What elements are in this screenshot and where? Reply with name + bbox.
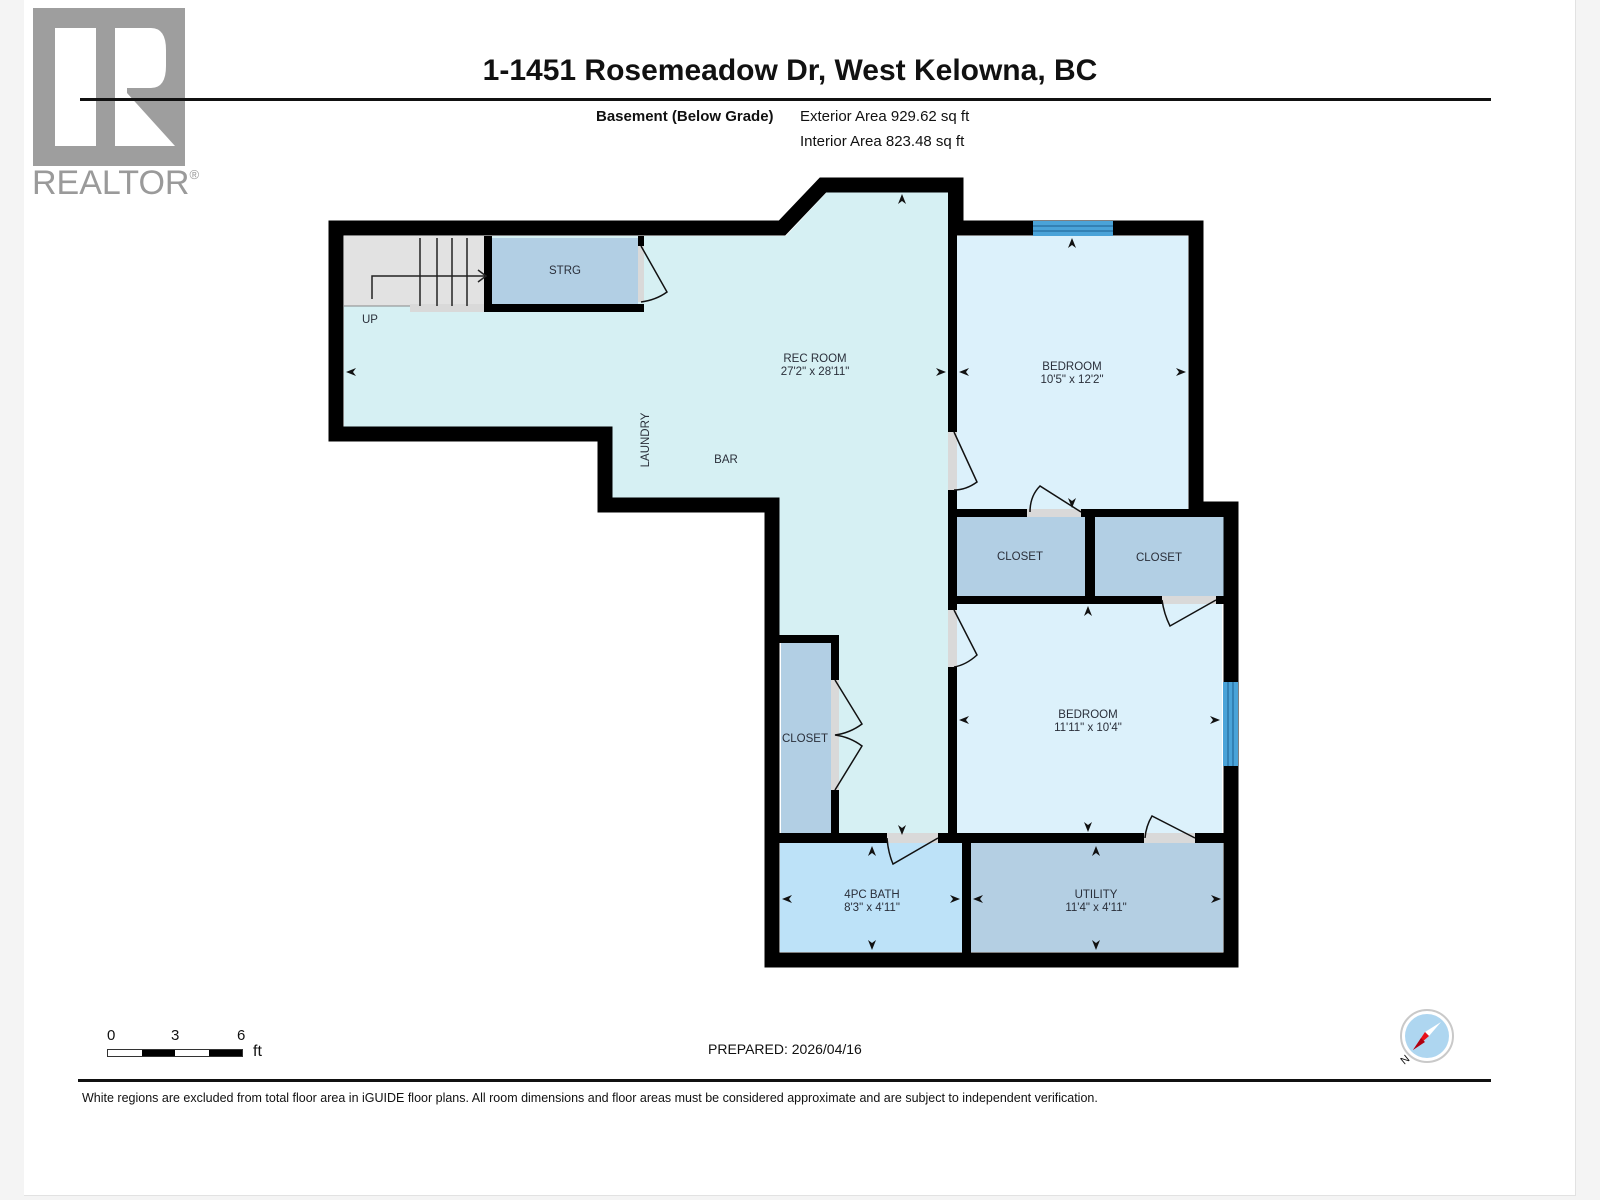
bedroom-1-name: BEDROOM: [1042, 361, 1101, 373]
stairs-up-label: UP: [362, 314, 378, 326]
property-address-title: 1-1451 Rosemeadow Dr, West Kelowna, BC: [482, 54, 1098, 87]
exterior-area: Exterior Area 929.62 sq ft: [800, 108, 970, 125]
storage-area: [492, 238, 638, 304]
closet-1-area: [957, 517, 1085, 596]
laundry-label: LAUNDRY: [640, 412, 652, 467]
bedroom-1-dims: 10'5" x 12'2": [1040, 374, 1103, 386]
window-bedroom-1: [1033, 221, 1113, 236]
interior-area: Interior Area 823.48 sq ft: [800, 133, 965, 150]
hall-closet-name: CLOSET: [782, 733, 828, 745]
bedroom-2-name: BEDROOM: [1058, 709, 1117, 721]
rec-room-area: [344, 192, 948, 838]
rec-room-dims: 27'2" x 28'11": [781, 366, 850, 378]
rec-room-name: REC ROOM: [783, 353, 846, 365]
closet-1-name: CLOSET: [997, 551, 1043, 563]
scale-bar-graphic: [107, 1049, 243, 1057]
utility-dims: 11'4" x 4'11": [1065, 902, 1126, 914]
hall-closet-area: [781, 643, 831, 833]
interior-walls: [484, 192, 1231, 960]
room-fills: [344, 192, 1225, 952]
north-compass-icon: N: [1398, 1009, 1454, 1067]
bedroom-2-dims: 11'11" x 10'4": [1054, 722, 1122, 734]
disclaimer-text: White regions are excluded from total fl…: [82, 1091, 1098, 1105]
bedroom-2-area: [957, 604, 1222, 833]
bath-dims: 8'3" x 4'11": [844, 902, 900, 914]
storage-name: STRG: [549, 265, 581, 277]
closet-2-name: CLOSET: [1136, 552, 1182, 564]
realtor-logo-text: REALTOR®: [32, 164, 200, 202]
prepared-date: PREPARED: 2026/04/16: [708, 1041, 862, 1057]
level-name: Basement (Below Grade): [596, 108, 774, 125]
windows: [1033, 221, 1238, 766]
scale-tick-6: 6: [237, 1027, 246, 1044]
stairs-area: [344, 236, 484, 306]
dimension-markers: [346, 194, 1221, 950]
room-labels: REC ROOM 27'2" x 28'11" BEDROOM 10'5" x …: [362, 265, 1182, 914]
bar-label: BAR: [714, 454, 738, 466]
scale-tick-3: 3: [171, 1027, 180, 1044]
realtor-logo-icon: [33, 8, 185, 166]
bedroom-1-area: [957, 236, 1188, 509]
utility-area: [971, 843, 1223, 952]
bath-name: 4PC BATH: [844, 889, 899, 901]
scale-tick-0: 0: [107, 1027, 116, 1044]
door-swings: [640, 245, 1217, 866]
footer-divider: [78, 1079, 1491, 1082]
bath-area: [780, 843, 962, 952]
utility-name: UTILITY: [1075, 889, 1118, 901]
header-divider: [80, 98, 1491, 101]
stair-treads: [344, 238, 488, 307]
closet-2-area: [1095, 517, 1225, 596]
window-bedroom-2: [1223, 682, 1238, 766]
scale-unit: ft: [253, 1043, 262, 1060]
